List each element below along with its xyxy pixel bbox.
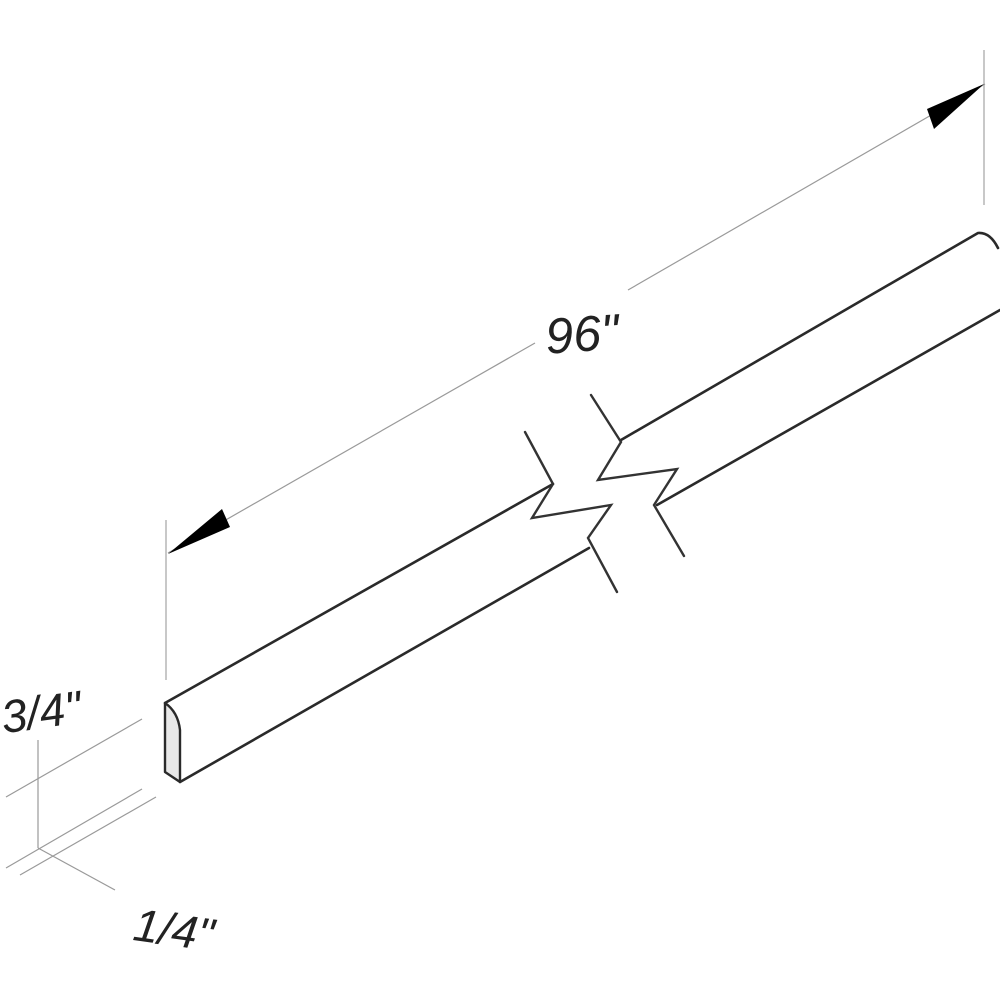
length-label: 96"	[543, 304, 622, 365]
thickness-ext-b	[19, 796, 157, 876]
length-dimension-line-right	[627, 83, 986, 291]
thickness-leader	[37, 847, 116, 891]
cross-section-dimensions: 3/4" 1/4"	[0, 680, 220, 961]
left-arrowhead-icon	[168, 509, 230, 554]
length-dimension-line-left	[167, 342, 536, 554]
length-dimension: 96"	[165, 50, 986, 680]
break-symbol-right	[589, 393, 686, 558]
bottom-edge-right	[655, 308, 1000, 507]
molding-strip	[163, 231, 1000, 784]
top-edge-right	[619, 231, 1000, 442]
height-label: 3/4"	[0, 680, 87, 743]
right-arrowhead-icon	[927, 84, 984, 129]
thickness-label: 1/4"	[130, 898, 219, 961]
bottom-edge-left	[178, 546, 591, 784]
thickness-ext-a	[5, 788, 143, 869]
top-edge-left	[163, 482, 555, 705]
break-symbol-left	[523, 430, 619, 594]
end-face	[163, 701, 182, 784]
height-ext-upper	[5, 718, 143, 798]
